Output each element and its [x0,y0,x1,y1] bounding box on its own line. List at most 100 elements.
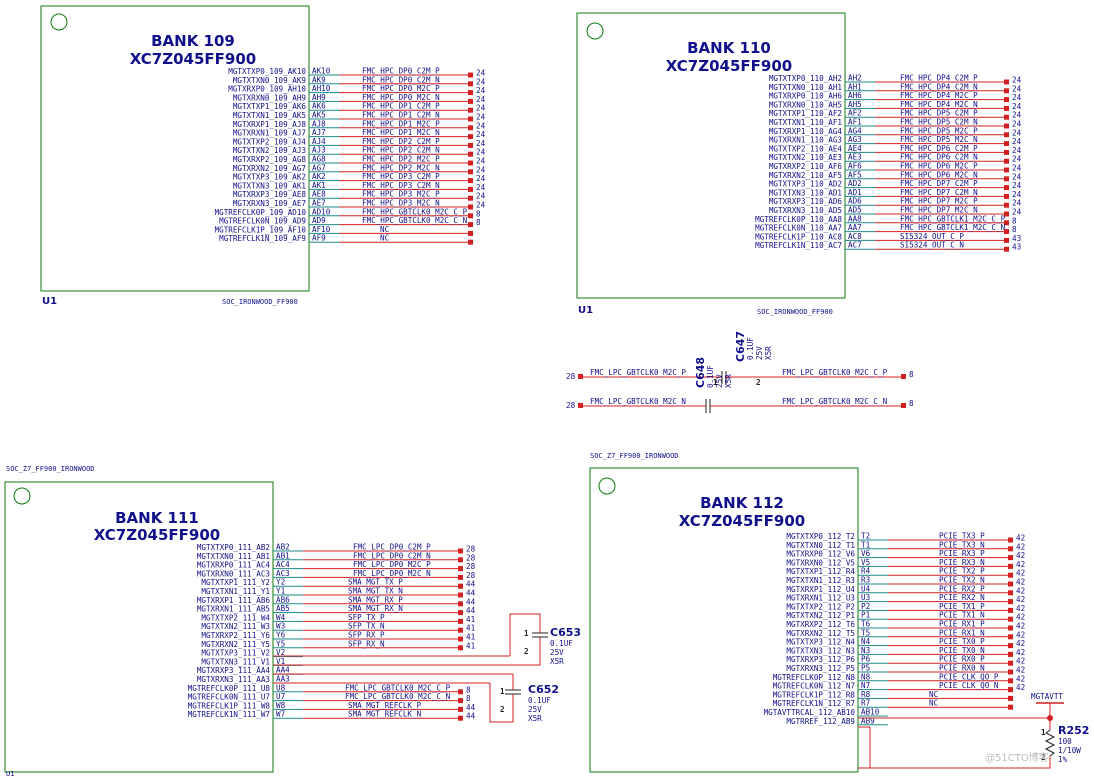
pin-number: AJ4 [312,137,326,146]
pin-name: MGTXRXN3_112_P5 [786,664,855,673]
offpage-port [468,98,473,104]
resistor-body [1044,729,1056,757]
bank-110: BANK 110 XC7Z045FF900 U1 SOC_IRONWOOD_FF… [576,12,1022,316]
net-label: SFP_TX_P [348,613,385,622]
pin-number: AC7 [848,241,862,250]
pin-name: MGTXTXP1_112_R4 [786,567,855,576]
pin-name: MGTXRXN1_111_AB5 [197,605,270,614]
offpage-port [1004,123,1009,129]
rail-label: MGTAVTT [1031,692,1063,701]
pin-name: MGTREFCLK0P_111_U8 [188,684,271,693]
offpage-port [1008,581,1013,587]
offpage-port [458,610,463,616]
net-label: SMA_MGT_RX_P [348,595,403,604]
pin-number: N7 [861,681,870,690]
offpage-port [1004,220,1009,226]
pin-number: R8 [861,690,871,699]
pin-name: MGTXRXN1_109_AJ7 [233,129,306,138]
offpage-port [468,239,473,245]
pin-number: AB6 [276,595,290,604]
net-label: FMC_HPC_DP2_C2M_N [362,146,440,155]
pin-name: MGTXRXN2_109_AG7 [233,164,306,173]
net-label: NC [380,234,389,243]
net-label: PCIE_RX0_N [939,664,985,673]
pin-number: AK9 [312,75,326,84]
pin-number: U8 [276,683,286,692]
pin-number: N8 [861,672,871,681]
sheet-ref: 28 [566,401,576,410]
sheet-ref: 41 [466,624,476,633]
r252-power: 1/10W [1058,746,1081,755]
sheet-ref: 24 [476,201,486,210]
pin-number: AD10 [312,207,331,216]
net-label: PCIE_CLK_QO_P [939,672,999,681]
pin-number: AE4 [848,144,862,153]
pin-name: MGTREFCLK1N_111_W7 [188,710,270,719]
c647-voltage: 25V [755,346,764,360]
offpage-port [1008,599,1013,605]
pin-name: MGTXTXP0_109_AK10 [228,67,306,76]
pin-number: AD1 [848,188,862,197]
net-label: FMC_LPC_GBTCLK0_M2C_N [590,397,686,406]
pin-name: MGTXRXN1_112_U3 [786,594,855,603]
c653-value: 0.1UF [550,639,573,648]
offpage-port [1008,704,1013,710]
net-label: FMC_HPC_DP5_C2M_P [900,109,978,118]
wire [509,613,541,656]
pin-number: AE7 [312,199,326,208]
pin-name: MGTXTXP2_110_AE4 [769,144,843,153]
offpage-port [468,116,473,122]
pin-number: AF9 [312,234,326,243]
coupling-caps-c647-c648: 28 FMC_LPC_GBTCLK0_M2C_P 1 2 FMC_LPC_GBT… [566,331,914,413]
sheet-ref: 8 [909,399,914,408]
pin-number: V5 [861,558,870,567]
pin-number: V2 [276,648,285,657]
pin-number: AD9 [312,216,326,225]
sheet-ref: 24 [476,148,486,157]
net-label: PCIE_TX0_N [939,646,985,655]
pin-name: MGTXTXP1_111_Y2 [201,578,270,587]
pin-name: MGTXTXN1_110_AF1 [769,118,843,127]
offpage-port [468,107,473,113]
pin-name: MGTXTXN2_112_P1 [786,611,855,620]
offpage-port [1008,563,1013,569]
pin1-marker [13,487,31,505]
pin-number: AH9 [312,93,326,102]
pin-number: AD2 [848,179,862,188]
offpage-port [458,706,463,712]
pin-number: V1 [276,657,286,666]
offpage-port [1008,695,1013,701]
sheet-ref: 8 [476,218,481,227]
c652-ref: C652 [528,683,559,696]
pin-name: MGTXRXP2_110_AF6 [769,162,843,171]
sheet-ref: 28 [466,571,476,580]
offpage-port [1004,246,1009,252]
pin-number: P5 [861,664,870,673]
sheet-ref: 42 [1016,639,1025,648]
offpage-port [1004,229,1009,235]
sheet-ref: 24 [476,77,486,86]
pin-name: MGTXRXN0_112_V5 [786,558,855,567]
pin-name: MGTXRXN2_110_AF5 [769,171,842,180]
sheet-ref: 24 [476,86,486,95]
sheet-ref: 24 [1012,128,1022,137]
sheet-ref: 44 [466,703,476,712]
pin-name: MGTXRXP1_112_U4 [786,585,855,594]
pin-name: MGTXRXN3_110_AD5 [769,206,842,215]
r252-ref: R252 [1058,724,1089,737]
net-label: FMC_LPC_GBTCLK0_M2C_C_P [345,683,451,692]
pin-number: W7 [276,710,285,719]
r252-tolerance: 1% [1058,755,1068,764]
sheet-ref: 24 [1012,164,1022,173]
net-label: NC [929,690,938,699]
